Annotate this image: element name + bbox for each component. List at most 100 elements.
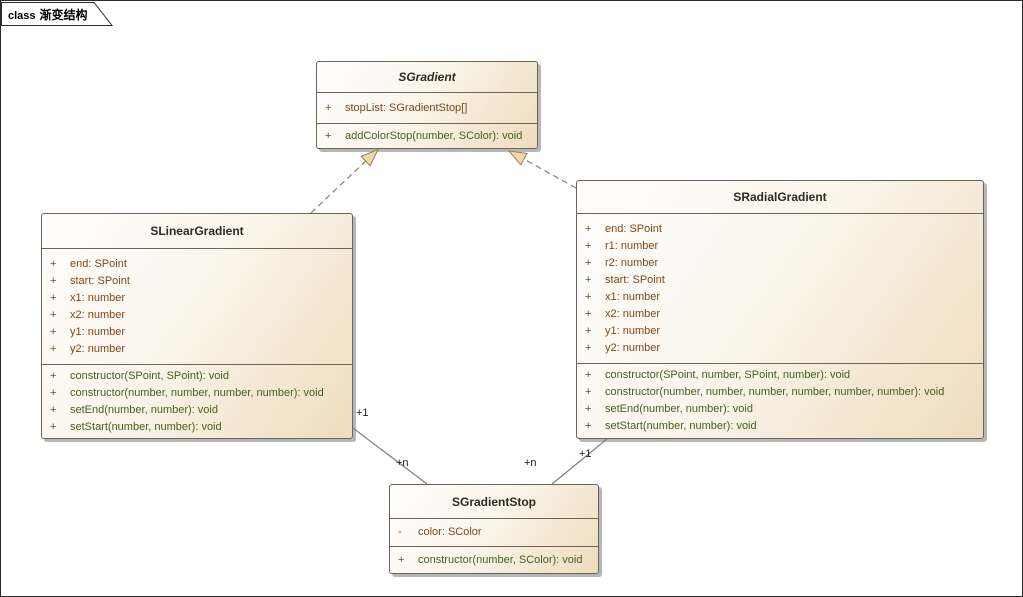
visibility-symbol: + [398,553,405,566]
attributes-section: + end: SPoint + start: SPoint + x1: numb… [42,248,352,364]
multiplicity-label-linear-source: +1 [356,407,369,419]
frame-tab-label: class 渐变结构 [8,6,88,23]
operations-section: + constructor(number, SColor): void [390,546,598,573]
visibility-symbol: + [585,369,592,381]
class-box-slineargradient[interactable]: SLinearGradient + end: SPoint + start: S… [41,213,353,439]
visibility-symbol: + [585,341,592,354]
attribute-row: + x2: number [42,307,352,324]
visibility-symbol: + [325,129,332,142]
attribute-text: y1: number [605,324,661,337]
class-box-sgradientstop[interactable]: SGradientStop - color: SColor + construc… [389,484,599,574]
attribute-row: + y1: number [577,323,983,340]
operation-row: + setEnd(number, number): void [577,401,983,418]
visibility-symbol: + [50,325,57,338]
operation-text: setStart(number, number): void [70,420,222,433]
operation-row: + addColorStop(number, SColor): void [317,128,537,145]
visibility-symbol: + [585,324,592,337]
class-name-sgradientstop: SGradientStop [451,494,536,509]
operation-row: + constructor(SPoint, number, SPoint, nu… [577,367,983,384]
operation-text: setStart(number, number): void [605,420,757,432]
attribute-row: + y2: number [577,340,983,357]
attribute-text: end: SPoint [605,222,662,235]
visibility-symbol: + [585,290,592,303]
association-linear-to-gradientstop[interactable] [352,427,428,485]
generalization-radial-to-sgradient[interactable] [507,150,577,189]
visibility-symbol: + [585,256,592,269]
visibility-symbol: + [585,420,592,432]
operation-row: + setStart(number, number): void [577,418,983,435]
visibility-symbol: + [50,369,57,382]
attribute-text: y2: number [70,342,126,355]
visibility-symbol: + [585,307,592,320]
class-name-slineargradient: SLinearGradient [150,224,244,238]
attribute-row: + start: SPoint [577,272,983,289]
visibility-symbol: + [585,239,592,252]
attribute-row: + stopList: SGradientStop[] [317,100,537,117]
visibility-symbol: + [585,273,592,286]
frame-diagram-name: 渐变结构 [39,8,88,22]
attribute-row: + y2: number [42,341,352,358]
visibility-symbol: + [325,101,332,114]
attribute-text: r1: number [605,239,659,252]
generalization-linear-to-sgradient[interactable] [310,148,380,214]
operation-text: constructor(SPoint, number, SPoint, numb… [605,369,851,381]
operation-text: constructor(number, number, number, numb… [70,386,324,399]
visibility-symbol: - [398,526,402,538]
operation-text: constructor(SPoint, SPoint): void [70,369,229,382]
attribute-text: r2: number [605,256,659,269]
attribute-text: y2: number [605,341,661,354]
attribute-row: + end: SPoint [42,256,352,273]
class-name-sradialgradient: SRadialGradient [733,190,827,204]
attribute-row: + y1: number [42,324,352,341]
visibility-symbol: + [50,386,57,399]
attributes-section: - color: SColor [390,518,598,546]
operation-row: + constructor(number, number, number, nu… [577,384,983,401]
attribute-row: - color: SColor [390,524,598,541]
attributes-section: + stopList: SGradientStop[] [317,92,537,123]
operation-text: constructor(number, SColor): void [418,553,583,566]
visibility-symbol: + [50,274,57,287]
class-box-sradialgradient[interactable]: SRadialGradient + end: SPoint + r1: numb… [576,180,984,439]
attribute-text: start: SPoint [605,273,665,286]
visibility-symbol: + [50,291,57,304]
association-radial-to-gradientstop[interactable] [551,438,608,485]
operation-row: + setStart(number, number): void [42,419,352,436]
frame-tab [1,2,114,26]
attribute-text: x1: number [605,290,661,303]
visibility-symbol: + [50,420,57,433]
attribute-text: y1: number [70,325,126,338]
class-name-sgradient: SGradient [398,70,456,84]
attributes-section: + end: SPoint + r1: number + r2: number … [577,213,983,363]
class-box-sgradient[interactable]: SGradient + stopList: SGradientStop[] + … [316,61,538,149]
operation-row: + constructor(SPoint, SPoint): void [42,368,352,385]
attribute-row: + x1: number [577,289,983,306]
operations-section: + addColorStop(number, SColor): void [317,123,537,148]
attribute-row: + r1: number [577,238,983,255]
operation-text: addColorStop(number, SColor): void [345,129,523,142]
operation-text: setEnd(number, number): void [70,403,218,416]
attribute-row: + x1: number [42,290,352,307]
attribute-text: x2: number [70,308,126,321]
visibility-symbol: + [50,257,57,270]
attribute-text: color: SColor [418,526,482,538]
visibility-symbol: + [50,342,57,355]
attribute-row: + r2: number [577,255,983,272]
visibility-symbol: + [50,403,57,416]
attribute-text: start: SPoint [70,274,130,287]
operation-text: setEnd(number, number): void [605,403,753,415]
attribute-text: x1: number [70,291,126,304]
multiplicity-label-radial-source: +1 [579,448,592,460]
frame-keyword: class [8,10,36,22]
attribute-row: + end: SPoint [577,221,983,238]
attribute-row: + x2: number [577,306,983,323]
operation-row: + setEnd(number, number): void [42,402,352,419]
visibility-symbol: + [585,222,592,235]
attribute-text: stopList: SGradientStop[] [345,101,468,114]
visibility-symbol: + [50,308,57,321]
visibility-symbol: + [585,403,592,415]
operation-text: constructor(number, number, number, numb… [605,386,945,398]
multiplicity-label-radial-target: +n [524,457,537,469]
multiplicity-label-linear-target: +n [396,457,409,469]
operation-row: + constructor(number, number, number, nu… [42,385,352,402]
